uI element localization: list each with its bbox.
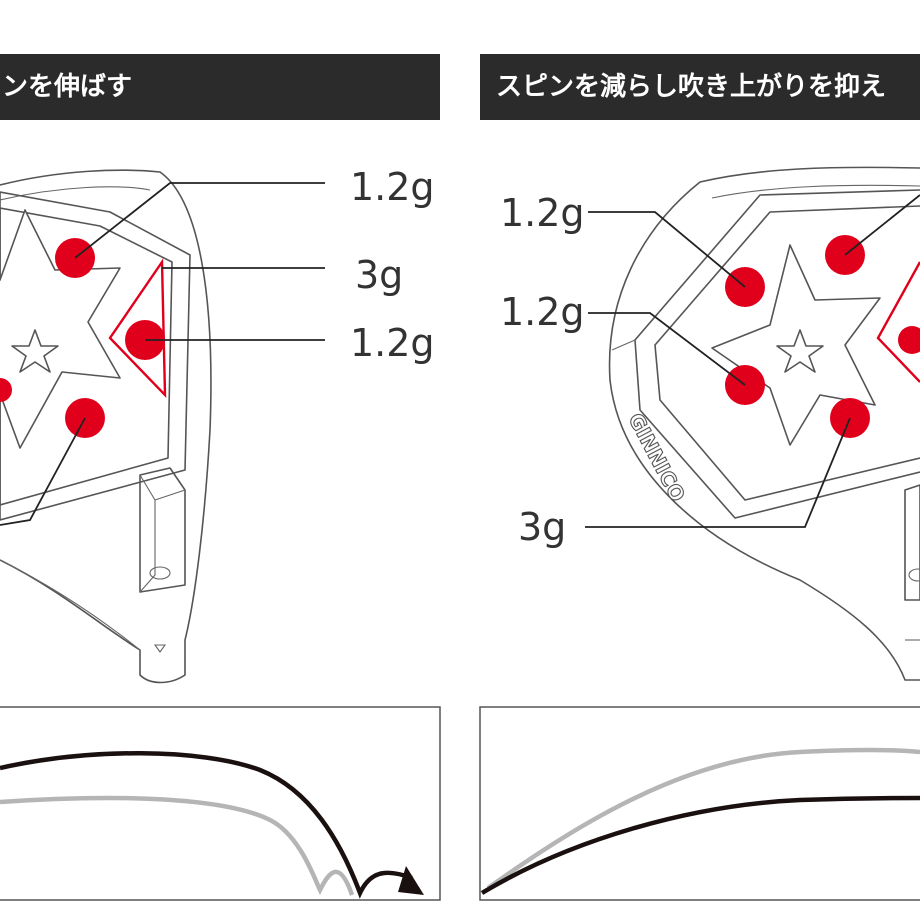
- arrow-head-left: [398, 866, 424, 895]
- red-triangle-right: [876, 261, 920, 383]
- trajectory-ghost-left: [0, 795, 355, 896]
- leader-left-1: [74, 182, 325, 259]
- title-banner-right: スピンを減らし吹き上がりを抑え: [480, 54, 920, 120]
- club-head-right: GINNICO 1.2g 1.2g 3g: [500, 166, 920, 681]
- title-banner-left: ンを伸ばす: [0, 54, 440, 120]
- sole-plate-right-outer: [634, 189, 920, 519]
- club-head-left: 1.2g 3g 1.2g: [0, 165, 435, 684]
- trajectory-main-left: [0, 751, 413, 899]
- weight-dot-right-5: [898, 326, 920, 354]
- leader-left-4: [0, 417, 86, 526]
- weight-label-right-1: 1.2g: [500, 191, 585, 235]
- red-triangle-left: [108, 258, 167, 399]
- sole-plate-left-inner: [0, 207, 173, 506]
- leader-right-4: [844, 194, 920, 256]
- weight-label-left-1: 1.2g: [350, 165, 435, 209]
- sole-plate-left-outer: [0, 191, 191, 521]
- leader-right-1: [588, 211, 746, 288]
- trajectory-main-right: [480, 795, 920, 895]
- heel-block-left: [139, 467, 186, 593]
- title-text-right: スピンを減らし吹き上がりを抑え: [496, 72, 887, 102]
- trajectory-ghost-right: [486, 747, 920, 890]
- weight-label-right-2: 1.2g: [500, 290, 585, 334]
- sole-plate-right-inner: [654, 205, 920, 501]
- club-head-right-outline: [608, 166, 920, 681]
- small-star-right: [776, 329, 824, 373]
- weight-label-left-2: 3g: [355, 253, 403, 297]
- club-head-left-outline: [0, 169, 212, 684]
- weight-dot-left-4: [0, 378, 12, 402]
- trajectory-box-right: [479, 706, 920, 901]
- leader-right-2: [588, 312, 746, 386]
- small-star-left: [11, 329, 59, 373]
- weight-label-right-3: 3g: [518, 505, 566, 549]
- title-text-left: ンを伸ばす: [1, 72, 132, 102]
- leader-right-3: [585, 417, 851, 528]
- trajectory-box-left: [0, 706, 441, 901]
- weight-label-left-3: 1.2g: [350, 321, 435, 365]
